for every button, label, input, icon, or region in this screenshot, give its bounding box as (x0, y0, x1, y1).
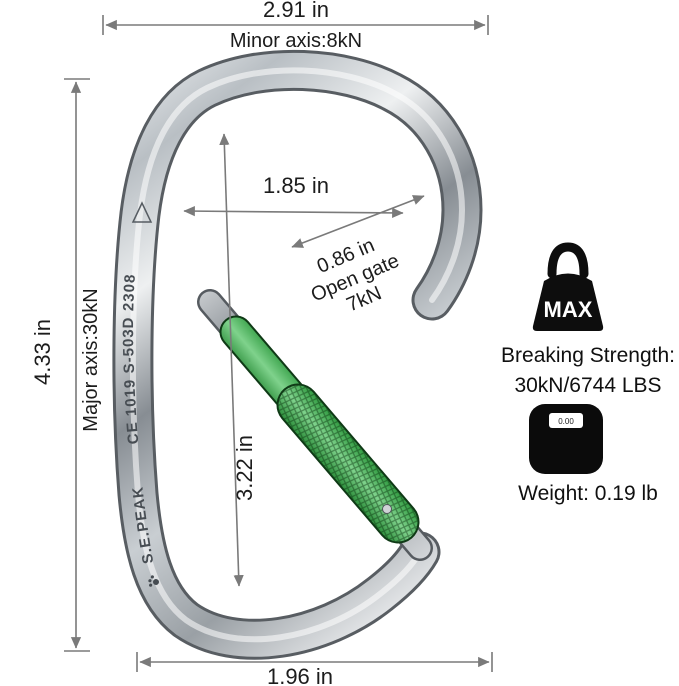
paw-print-icon (148, 575, 159, 587)
height-label: 4.33 in (30, 319, 55, 385)
max-weight-handle (547, 242, 589, 279)
gate-hinge-pin (382, 504, 392, 514)
carabiner-body-highlight (129, 67, 466, 643)
spine-logo-triangle (131, 201, 153, 223)
scale-body (529, 404, 603, 474)
knurl-texture (278, 385, 418, 542)
max-label: MAX (544, 297, 593, 322)
spec-column: MAX Breaking Strength: 30kN/6744 LBS 0.0… (501, 242, 675, 505)
inner-height-label: 3.22 in (232, 435, 257, 501)
inner-width-label: 1.85 in (263, 173, 329, 198)
weight-label: Weight: 0.19 lb (518, 482, 658, 505)
spine-cert-text: CE 1019 S-503D 2308 (120, 273, 142, 445)
scale-display (549, 413, 583, 428)
inner-height-dim-line (219, 133, 244, 587)
breaking-strength-label: Breaking Strength: (501, 344, 675, 367)
gate-opening-dim-line (291, 195, 425, 248)
major-axis-label: Major axis:30kN (80, 288, 102, 431)
inner-width-dim-line (183, 205, 404, 219)
dimension-annotations: 2.91 in Minor axis:8kN 4.33 in Major axi… (30, 0, 493, 686)
gate-opening-labels: 0.86 in Open gate 7kN (308, 234, 403, 316)
max-weight-body (532, 273, 604, 331)
scale-display-value: 0.00 (558, 417, 574, 426)
top-width-label: 2.91 in (263, 0, 329, 22)
bottom-width-label: 1.96 in (267, 664, 333, 686)
carabiner-photo: S.E.PEAK CE 1019 S-503D 2308 (112, 49, 483, 660)
max-weight-icon: MAX (532, 242, 604, 331)
breaking-strength-value: 30kN/6744 LBS (514, 374, 661, 397)
scale-icon: 0.00 (529, 404, 603, 474)
minor-axis-label: Minor axis:8kN (230, 30, 362, 52)
